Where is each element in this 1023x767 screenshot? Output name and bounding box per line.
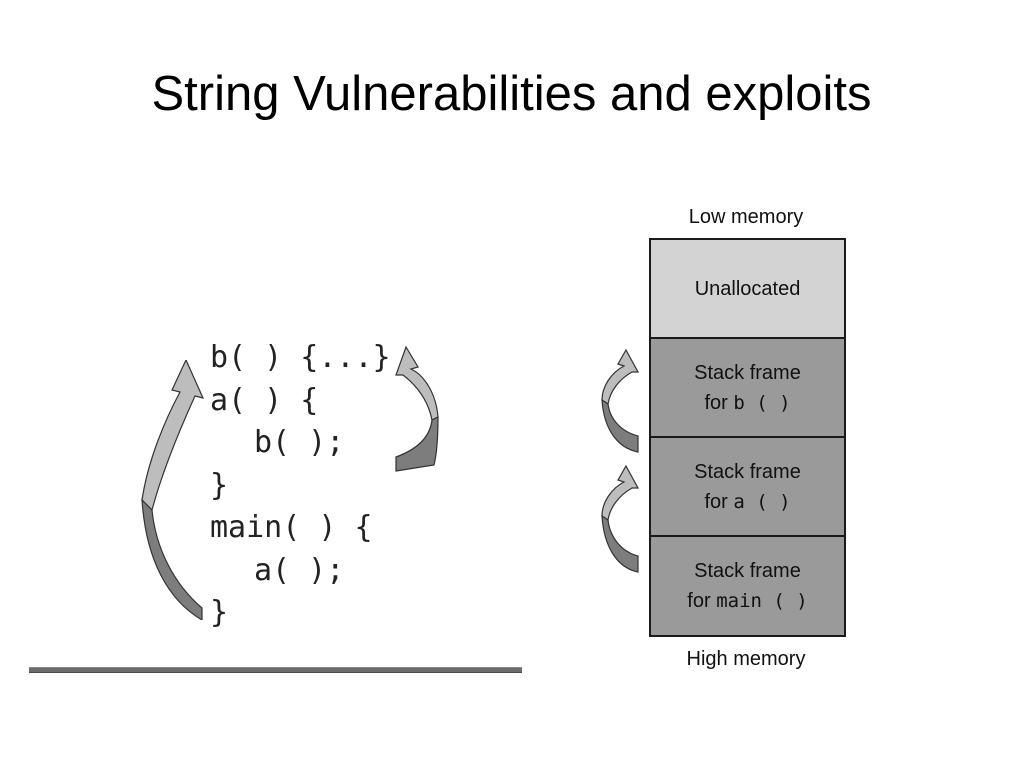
code-line-a-def: a( ) { [210, 382, 319, 418]
code-line-main-def: main( ) { [210, 510, 373, 545]
code-line-a-call: a( ); [254, 552, 345, 588]
stack-frame-main-for: for [687, 590, 717, 612]
stack-frame-b-fn: b ( ) [733, 391, 791, 414]
stack-frame-b: Stack frame for b ( ) [651, 339, 844, 438]
stack-frame-main-subtitle: for main ( ) [687, 586, 807, 616]
call-arrow-a-to-b-light [395, 345, 439, 421]
high-memory-label: High memory [686, 648, 806, 670]
stack-frame-a-for: for [704, 490, 734, 513]
stack-frame-b-title: Stack frame [694, 361, 801, 384]
call-arrow-main-to-a-light [141, 360, 205, 512]
stack-frame-b-for: for [704, 391, 734, 414]
slide-title: String Vulnerabilities and exploits [151, 67, 872, 121]
code-line-main-close: } [210, 595, 229, 630]
stack-cell-unallocated-label: Unallocated [694, 277, 801, 300]
code-line-a-close: } [210, 467, 229, 503]
low-memory-label: Low memory [688, 206, 804, 228]
code-line-b-def: b( ) {...} [210, 340, 391, 375]
divider-line [29, 667, 522, 673]
stack-frame-a-title: Stack frame [694, 460, 801, 483]
stack-arrow-upper-light [601, 348, 640, 406]
stack-arrow-upper [601, 348, 640, 453]
stack-frame-a-subtitle: for a ( ) [704, 487, 790, 517]
stack-arrow-lower [601, 464, 640, 573]
code-listing: b( ) {...} a( ) { b( ); } main( ) { a( )… [210, 337, 391, 635]
stack-arrow-lower-light [601, 464, 640, 522]
stack-frame-main-title: Stack frame [694, 560, 801, 582]
call-arrow-main-to-a [141, 360, 205, 620]
stack-cell-unallocated: Unallocated [651, 240, 844, 339]
stack-frame-a: Stack frame for a ( ) [651, 438, 844, 537]
call-arrow-a-to-b [395, 345, 439, 472]
stack-frame-main: Stack frame for main ( ) [651, 537, 844, 635]
call-arrow-main-to-a-dark [141, 498, 203, 620]
stack-arrow-upper-dark [601, 398, 639, 453]
code-line-b-call: b( ); [254, 425, 345, 460]
stack-arrow-lower-dark [601, 514, 639, 573]
call-arrow-a-to-b-dark [395, 416, 439, 472]
stack-frame-a-fn: a ( ) [733, 490, 791, 513]
memory-stack: Unallocated Stack frame for b ( ) Stack … [649, 238, 846, 637]
stack-frame-b-subtitle: for b ( ) [704, 388, 790, 418]
stack-frame-main-fn: main ( ) [716, 590, 808, 612]
